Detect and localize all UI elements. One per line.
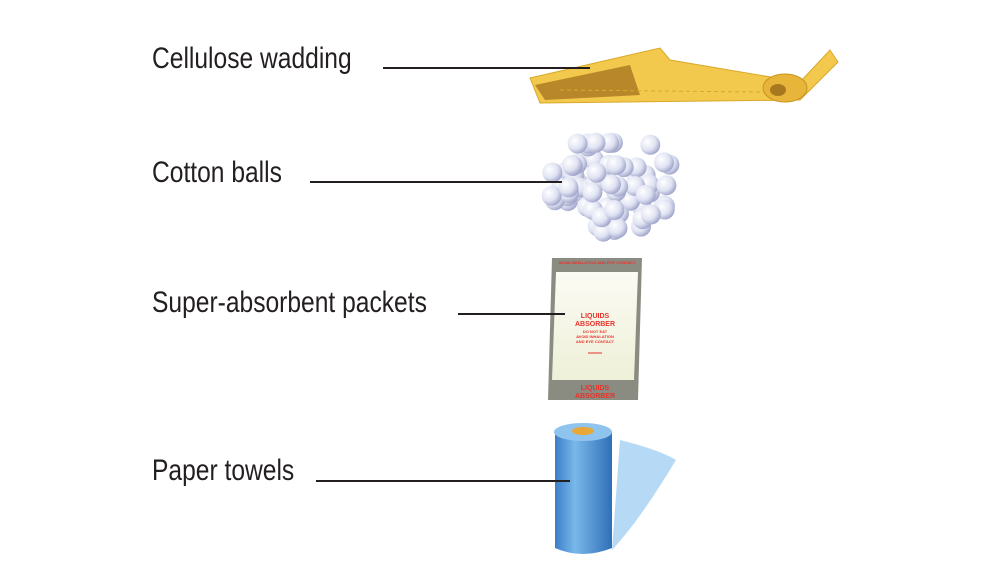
- cotton-ball: [607, 218, 628, 239]
- cotton-ball: [582, 182, 603, 203]
- cotton-ball: [654, 152, 674, 173]
- label-cellulose-wadding: Cellulose wadding: [152, 42, 352, 75]
- cotton-ball: [604, 200, 625, 220]
- label-paper-towels: Paper towels: [152, 454, 295, 487]
- packet-bottom-2: ABSORBER: [575, 393, 615, 400]
- cotton-ball: [640, 134, 661, 155]
- cellulose-wadding-illustration: [529, 47, 839, 104]
- cotton-ball: [635, 184, 656, 205]
- cotton-ball: [567, 133, 588, 154]
- paper-towels-illustration: [554, 423, 676, 554]
- packet-top-text: AVOID INHALATION AND EYE CONTACT: [559, 260, 637, 265]
- cotton-ball: [601, 174, 621, 195]
- cotton-ball: [541, 185, 562, 206]
- cotton-ball: [542, 162, 563, 183]
- cotton-ball: [562, 155, 582, 176]
- label-cotton-balls: Cotton balls: [152, 156, 282, 189]
- packet-warning-2: AVOID INHALATION: [576, 334, 614, 339]
- cotton-ball: [640, 204, 661, 225]
- packet-bottom-1: LIQUIDS: [581, 385, 610, 392]
- packet-warning-3: AND EYE CONTACT: [576, 339, 615, 344]
- packet-title-1: LIQUIDS: [581, 313, 610, 320]
- cotton-balls-illustration: [541, 132, 680, 242]
- cotton-ball: [558, 177, 579, 198]
- super-absorbent-packet-illustration: AVOID INHALATION AND EYE CONTACT LIQUIDS…: [548, 258, 642, 400]
- packet-title-2: ABSORBER: [575, 321, 615, 328]
- cotton-ball: [585, 132, 606, 153]
- packet-warning-1: DO NOT EAT: [583, 329, 608, 334]
- cotton-ball: [606, 155, 627, 176]
- label-super-absorbent-packets: Super-absorbent packets: [152, 286, 427, 319]
- cotton-ball: [586, 162, 607, 183]
- cotton-ball: [656, 175, 677, 196]
